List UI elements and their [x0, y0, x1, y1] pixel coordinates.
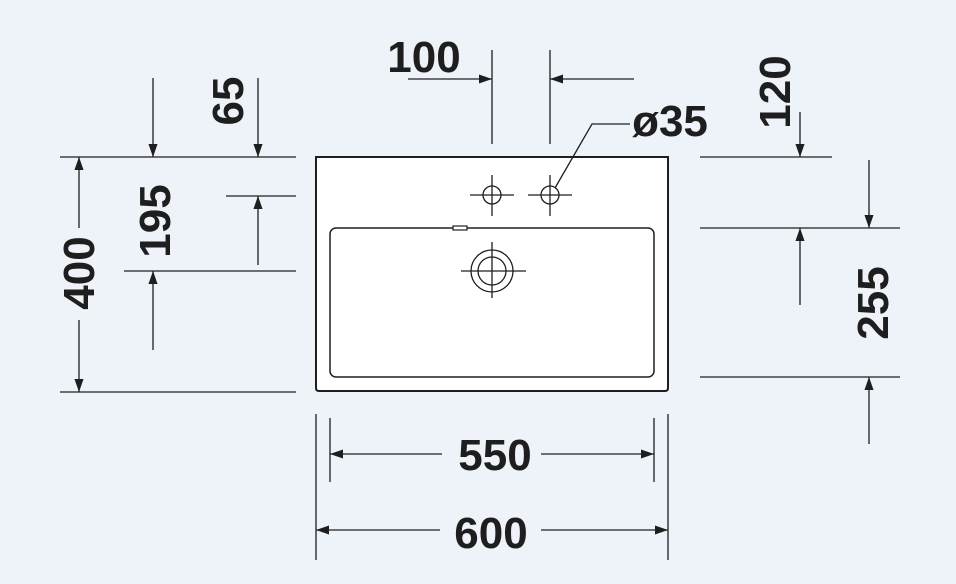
- dimension-edge-to-tap-right: 120: [700, 55, 832, 158]
- dimension-tap-hole-diameter: ø35: [554, 97, 708, 189]
- dimension-label-tap-spacing: 100: [387, 33, 460, 82]
- dimension-label-overall-depth: 400: [55, 236, 104, 309]
- dimension-label-tap-hole-diameter: ø35: [632, 97, 708, 146]
- drain-symbol: [461, 242, 526, 298]
- tap-hole-left: [470, 175, 514, 216]
- dimension-label-basin-width: 550: [458, 431, 531, 480]
- dimension-label-basin-front-depth: 255: [849, 266, 898, 339]
- dimension-label-overall-width: 600: [454, 509, 527, 558]
- washbasin-top-view: [315, 156, 669, 392]
- dimension-basin-width: 550: [329, 418, 655, 482]
- dimension-label-edge-to-tap-right: 120: [751, 55, 800, 128]
- dimension-label-basin-depth: 195: [131, 184, 180, 257]
- dimension-basin-depth: 195: [124, 184, 296, 350]
- overflow-slot: [452, 225, 468, 231]
- dimension-label-tap-from-top: 65: [204, 77, 253, 126]
- basin-bowl-outline: [329, 227, 655, 378]
- dimension-basin-front-depth: 255: [700, 160, 900, 444]
- dimension-overall-depth: 400: [55, 157, 296, 393]
- dimension-tap-from-top: 65: [60, 77, 296, 197]
- dimension-overall-width: 600: [315, 414, 669, 560]
- tap-hole-right: [528, 175, 572, 216]
- dimension-tap-spacing: 100: [387, 33, 634, 144]
